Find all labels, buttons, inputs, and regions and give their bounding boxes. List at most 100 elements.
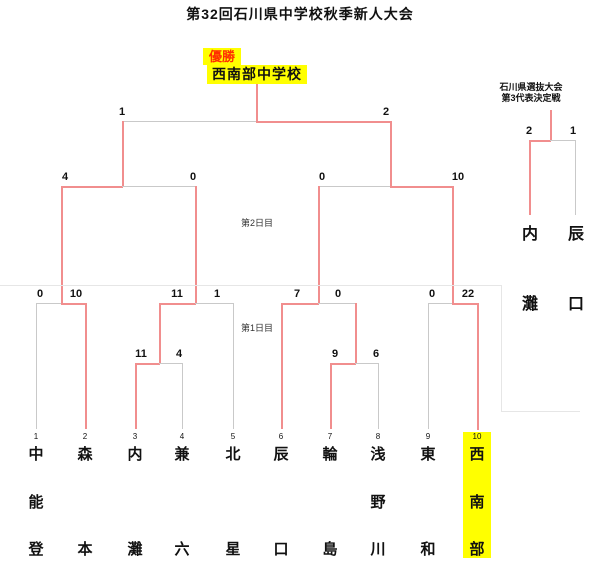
day1-label: 第1日目 bbox=[240, 323, 274, 333]
team-5-hokusei: 5 北 星 bbox=[218, 430, 248, 558]
winner-path-line bbox=[135, 363, 137, 429]
qf1-score-right: 10 bbox=[69, 288, 83, 300]
team-name-char: 東 bbox=[420, 446, 436, 463]
playin1-score-right: 4 bbox=[175, 348, 183, 360]
winner-path-line bbox=[159, 303, 196, 305]
sf1-score-right: 0 bbox=[189, 171, 197, 183]
team-8-asanogawa: 8 浅 野 川 bbox=[363, 430, 393, 558]
team-name-char: 登 bbox=[28, 541, 44, 558]
team-name-char: 南 bbox=[469, 494, 485, 511]
champion-school-name: 西南部中学校 bbox=[207, 65, 307, 84]
frame-line bbox=[0, 285, 502, 286]
winner-path-line bbox=[330, 363, 356, 365]
qf3-score-right: 0 bbox=[334, 288, 342, 300]
winner-path-line bbox=[355, 303, 357, 363]
team-name-char: 和 bbox=[420, 541, 436, 558]
champion-label: 優勝 bbox=[203, 48, 242, 65]
team-name-char: 野 bbox=[370, 494, 386, 511]
side-event-title-line2: 第3代表決定戦 bbox=[501, 93, 561, 103]
bracket-line bbox=[36, 303, 37, 429]
team-name-char: 辰 bbox=[273, 446, 289, 463]
qf2-score-left: 11 bbox=[171, 288, 183, 300]
side-event-title: 石川県選抜大会 第3代表決定戦 bbox=[471, 82, 591, 104]
team-4-kenroku: 4 兼 六 bbox=[167, 430, 197, 558]
playin1-score-left: 11 bbox=[135, 348, 147, 360]
bracket-line bbox=[378, 363, 379, 429]
qf4-score-left: 0 bbox=[428, 288, 436, 300]
team-name-char: 部 bbox=[469, 541, 485, 558]
side-team2-char1: 辰 bbox=[567, 226, 585, 243]
bracket-line bbox=[36, 303, 62, 304]
tournament-title: 第32回石川県中学校秋季新人大会 bbox=[186, 6, 414, 22]
bracket-line bbox=[428, 303, 429, 429]
bracket-line bbox=[182, 363, 183, 429]
team-name-char: 星 bbox=[225, 541, 241, 558]
bracket-line bbox=[318, 186, 391, 187]
team-number: 1 bbox=[33, 432, 39, 441]
team-name-char: 本 bbox=[77, 541, 93, 558]
winner-path-line bbox=[61, 186, 63, 303]
bracket-line bbox=[428, 303, 453, 304]
final-score-right: 2 bbox=[382, 106, 390, 118]
winner-path-line bbox=[550, 110, 552, 140]
team-name-char: 口 bbox=[273, 541, 289, 558]
team-number: 3 bbox=[132, 432, 138, 441]
team-name-char: 六 bbox=[174, 541, 190, 558]
qf3-score-left: 7 bbox=[293, 288, 301, 300]
winner-path-line bbox=[330, 363, 332, 429]
team-7-wajima: 7 輪 島 bbox=[315, 430, 345, 558]
side-match-score-right: 1 bbox=[569, 125, 577, 137]
winner-path-line bbox=[195, 186, 197, 303]
bracket-line bbox=[233, 303, 234, 429]
qf1-score-left: 0 bbox=[36, 288, 44, 300]
winner-path-line bbox=[529, 140, 531, 215]
frame-line bbox=[501, 411, 580, 412]
bracket-line bbox=[575, 140, 576, 215]
team-name-char: 西 bbox=[469, 446, 485, 463]
team-number: 5 bbox=[230, 432, 236, 441]
sf2-score-right: 10 bbox=[451, 171, 465, 183]
side-match-score-left: 2 bbox=[525, 125, 533, 137]
winner-path-line bbox=[390, 186, 453, 188]
team-number: 6 bbox=[278, 432, 284, 441]
champion-team-highlight bbox=[463, 432, 491, 558]
winner-path-line bbox=[281, 303, 319, 305]
team-number: 10 bbox=[472, 432, 482, 441]
team-number: 7 bbox=[327, 432, 333, 441]
sf2-score-left: 0 bbox=[318, 171, 326, 183]
bracket-line bbox=[195, 303, 234, 304]
playin2-score-right: 6 bbox=[372, 348, 380, 360]
team-name-char: 島 bbox=[322, 541, 338, 558]
qf2-score-right: 1 bbox=[213, 288, 221, 300]
team-10-seinanbu: 10 西 南 部 bbox=[462, 430, 492, 558]
winner-path-line bbox=[281, 303, 283, 429]
bracket-line bbox=[159, 363, 183, 364]
bracket-line bbox=[122, 186, 196, 187]
team-name-char: 内 bbox=[127, 446, 143, 463]
side-team1-char1: 内 bbox=[521, 226, 539, 243]
team-name-char: 輪 bbox=[322, 446, 338, 463]
team-name-char: 浅 bbox=[370, 446, 386, 463]
bracket-line bbox=[355, 363, 379, 364]
winner-path-line bbox=[477, 303, 479, 430]
winner-path-line bbox=[159, 303, 161, 363]
side-team1-char2: 灘 bbox=[521, 296, 539, 313]
qf4-score-right: 22 bbox=[461, 288, 475, 300]
bracket-line bbox=[318, 303, 356, 304]
winner-path-line bbox=[529, 140, 551, 142]
team-name-char: 川 bbox=[370, 541, 386, 558]
winner-path-line bbox=[452, 303, 478, 305]
side-event-title-line1: 石川県選抜大会 bbox=[499, 82, 563, 92]
sf1-score-left: 4 bbox=[61, 171, 69, 183]
team-number: 8 bbox=[375, 432, 381, 441]
team-name-char: 能 bbox=[28, 494, 44, 511]
winner-path-line bbox=[85, 303, 87, 429]
winner-path-line bbox=[135, 363, 160, 365]
team-6-tatsunokuchi: 6 辰 口 bbox=[266, 430, 296, 558]
team-number: 4 bbox=[179, 432, 185, 441]
winner-path-line bbox=[61, 186, 123, 188]
winner-path-line bbox=[452, 186, 454, 303]
team-name-char: 灘 bbox=[127, 541, 143, 558]
team-name-char: 兼 bbox=[174, 446, 190, 463]
